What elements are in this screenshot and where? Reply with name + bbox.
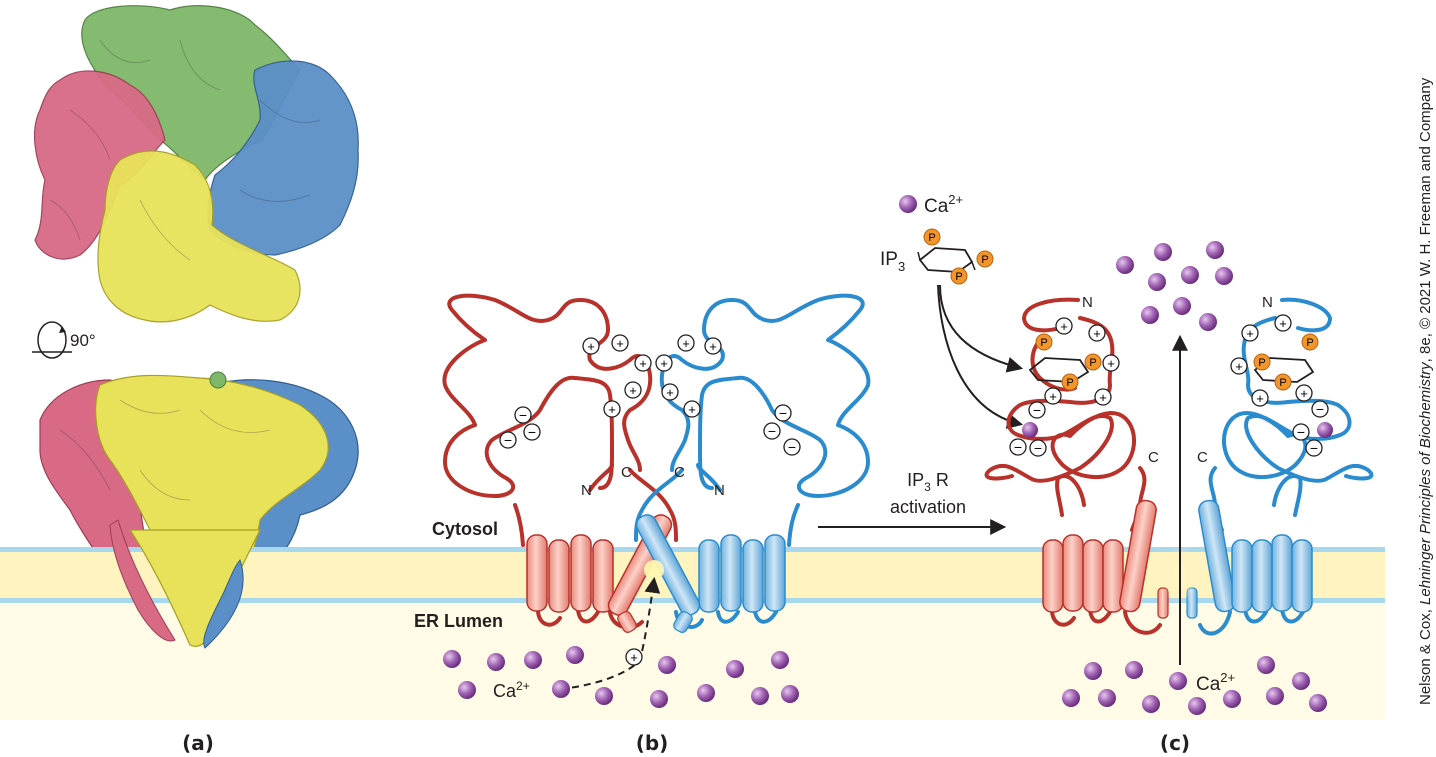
svg-text:−: −	[1297, 424, 1305, 440]
panel-label-c: (c)	[1160, 731, 1190, 755]
svg-text:+: +	[630, 650, 638, 665]
svg-text:−: −	[528, 424, 536, 440]
ip3-binding-arrow	[939, 284, 1024, 373]
activation-label-line1: IP3 R	[907, 470, 949, 494]
blue-cytosolic-domain	[659, 293, 871, 498]
blue-transmembrane-helices-c	[1186, 499, 1313, 619]
svg-text:+: +	[709, 339, 717, 354]
bound-calcium-blue	[1317, 422, 1333, 438]
svg-text:+: +	[1256, 391, 1264, 406]
svg-text:P: P	[1089, 357, 1096, 369]
panel-label-b: (b)	[636, 731, 669, 755]
svg-text:P: P	[928, 232, 935, 244]
svg-text:+: +	[1279, 316, 1287, 331]
svg-text:P: P	[1040, 337, 1047, 349]
blue-cytosolic-domain-c	[1221, 297, 1374, 483]
ip3-molecule-legend: P P P	[917, 228, 994, 285]
activation-label-line2: activation	[890, 497, 966, 517]
positive-charges-c: + + + + + + + + + +	[1044, 314, 1313, 407]
luminal-calcium-ions-c	[1062, 656, 1327, 715]
rotation-symbol: 90°	[32, 321, 96, 359]
rotation-label: 90°	[70, 331, 96, 350]
negative-charges-b: − − − − − −	[499, 404, 801, 456]
panel-label-a: (a)	[182, 731, 214, 755]
calcium-label-c: Ca2+	[1196, 670, 1235, 695]
calcium-legend-ion	[899, 195, 917, 213]
calcium-legend-label: Ca2+	[924, 192, 963, 217]
svg-text:−: −	[788, 439, 796, 455]
svg-text:−: −	[779, 405, 787, 421]
c-terminus-blue-c: C	[1197, 449, 1208, 466]
credit-line: Nelson & Cox, Lehninger Principles of Bi…	[1417, 77, 1434, 705]
bound-calcium-red	[1022, 422, 1038, 438]
bound-ip3-red: P P P	[1028, 333, 1102, 391]
n-terminus-red-b: N	[581, 482, 592, 499]
red-cytosolic-domain	[442, 293, 653, 498]
ip3-legend-label: IP3	[880, 249, 905, 274]
svg-text:+: +	[1246, 326, 1254, 341]
er-lumen-label: ER Lumen	[414, 611, 503, 631]
svg-text:−: −	[1033, 402, 1041, 418]
svg-text:−: −	[1034, 440, 1042, 456]
svg-text:+: +	[608, 402, 616, 417]
red-cytosolic-domain-c	[984, 297, 1137, 483]
svg-text:P: P	[1279, 377, 1286, 389]
red-transmembrane-helices-c	[1042, 499, 1169, 619]
svg-text:+: +	[1099, 390, 1107, 405]
calcium-binding-arrow	[937, 284, 1024, 429]
svg-text:P: P	[1258, 357, 1265, 369]
svg-text:+: +	[666, 385, 674, 400]
svg-text:+: +	[587, 339, 595, 354]
svg-text:−: −	[1310, 440, 1318, 456]
svg-text:P: P	[1066, 377, 1073, 389]
c-terminus-blue-b: C	[674, 464, 685, 481]
svg-text:P: P	[1306, 337, 1313, 349]
bilayer-top-edge	[0, 547, 1385, 552]
c-terminus-red-c: C	[1148, 449, 1159, 466]
calcium-ions-b	[443, 646, 799, 708]
c-terminus-red-b: C	[621, 464, 632, 481]
svg-text:+: +	[1093, 326, 1101, 341]
n-terminus-blue-c: N	[1262, 294, 1273, 311]
activation-arrow: IP3 R activation	[818, 470, 1007, 535]
panel-b: + + + + + + + + + + + − − − − − − N C C …	[414, 293, 871, 708]
top-view-structure	[34, 5, 359, 323]
svg-text:−: −	[768, 423, 776, 439]
svg-text:+: +	[629, 383, 637, 398]
subunit-pink	[34, 70, 166, 260]
svg-text:+: +	[660, 356, 668, 371]
subunit-blue	[207, 60, 359, 256]
svg-text:−: −	[504, 432, 512, 448]
svg-text:−: −	[1316, 401, 1324, 417]
n-terminus-blue-b: N	[714, 482, 725, 499]
svg-text:+: +	[639, 356, 647, 371]
svg-text:−: −	[1014, 439, 1022, 455]
svg-text:+: +	[1235, 359, 1243, 374]
svg-text:P: P	[981, 254, 988, 266]
svg-text:−: −	[519, 407, 527, 423]
svg-text:+: +	[616, 336, 624, 351]
svg-text:+: +	[1300, 386, 1308, 401]
released-calcium-ions	[1116, 241, 1233, 331]
svg-text:P: P	[955, 271, 962, 283]
n-terminus-red-c: N	[1082, 294, 1093, 311]
cytosol-label: Cytosol	[432, 519, 498, 539]
positive-charges-b: + + + + + + + + + + +	[582, 334, 722, 666]
svg-text:+: +	[1060, 319, 1068, 334]
subunit-yellow	[97, 150, 301, 323]
panel-a-side-overlay	[109, 519, 261, 649]
panel-c: Ca2+ IP3 P P P	[880, 192, 1374, 715]
svg-text:+: +	[1107, 356, 1115, 371]
svg-text:+: +	[1049, 389, 1057, 404]
bound-ip3-blue: P P P	[1253, 333, 1319, 391]
negative-charges-c: − − − − − −	[1009, 400, 1329, 457]
svg-text:+: +	[682, 336, 690, 351]
svg-text:+: +	[688, 402, 696, 417]
calcium-label-b: Ca2+	[493, 679, 530, 701]
